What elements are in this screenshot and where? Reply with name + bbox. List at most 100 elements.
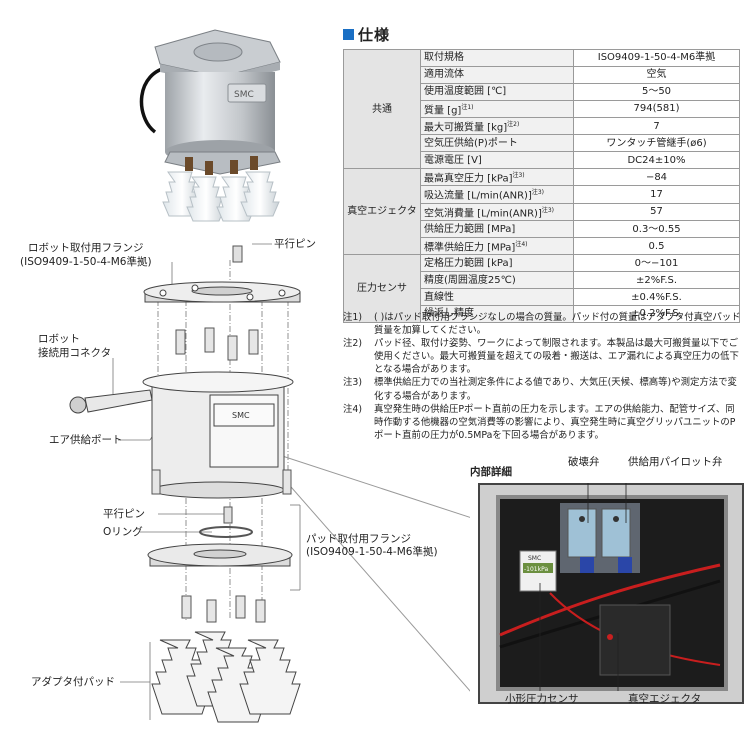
- product-brand-logo: SMC: [234, 90, 254, 100]
- spec-group: 真空エジェクタ: [343, 168, 421, 256]
- spec-item: 取付規格: [420, 49, 574, 67]
- spec-item-text: 取付規格: [424, 52, 464, 64]
- note-item: 注3) 標準供給圧力での当社測定条件による値であり、大気圧(天候、標高等)や測定方…: [343, 376, 743, 402]
- spec-item: 空気圧供給(P)ポート: [420, 134, 574, 153]
- spec-value: ワンタッチ管継手(ø6): [573, 134, 740, 153]
- spec-item-text: 空気消費量 [L/min(ANR)]: [424, 208, 542, 220]
- label-pilot-valve: 供給用パイロット弁: [628, 456, 723, 468]
- spec-value: 0.5: [573, 236, 740, 256]
- spec-item: 使用温度範囲 [℃]: [420, 82, 574, 101]
- note-tag: 注3): [343, 377, 362, 389]
- note-tag: 注1): [343, 312, 362, 323]
- label-pad-flange-std: (ISO9409-1-50-4-M6準拠): [306, 546, 438, 558]
- spec-note-ref: 注2): [507, 121, 520, 128]
- spec-item-text: 適用流体: [424, 69, 464, 81]
- spec-item-text: 吸込流量 [L/min(ANR)]: [424, 190, 532, 202]
- label-robot-connector-line2: 接続用コネクタ: [38, 347, 112, 359]
- label-robot-flange-std: (ISO9409-1-50-4-M6準拠): [20, 256, 152, 268]
- spec-value: 0.3～0.55: [573, 220, 740, 238]
- spec-item: 定格圧力範囲 [kPa]: [420, 254, 574, 273]
- product-photo: SMC: [139, 29, 281, 222]
- note-text: 真空発生時の供給圧Pポート直前の圧力を示します。エアの供給能力、配管サイズ、同時…: [374, 403, 736, 441]
- spec-value: 空気: [573, 65, 740, 84]
- spec-value: 794(581): [573, 99, 740, 119]
- spec-group: 圧力センサ: [343, 254, 421, 323]
- detail-photo: SMC -101kPa: [478, 483, 744, 704]
- spec-item-text: 供給圧力範囲 [MPa]: [424, 223, 516, 235]
- spec-value: ±2%F.S.: [573, 271, 740, 290]
- notes: 注1) ( )はパッド取付用フランジなしの場合の質量。パッド付の質量はアダプタ付真…: [343, 311, 743, 442]
- spec-item-text: 最高真空圧力 [kPa]: [424, 173, 513, 185]
- spec-row: 圧力センサ定格圧力範囲 [kPa] 0～−101: [343, 254, 740, 323]
- label-release-valve: 破壊弁: [568, 456, 600, 468]
- label-o-ring: Oリング: [103, 526, 143, 538]
- spec-item-text: 電源電圧 [V]: [424, 154, 482, 166]
- note-item: 注1) ( )はパッド取付用フランジなしの場合の質量。パッド付の質量はアダプタ付真…: [343, 311, 743, 337]
- spec-item-text: 質量 [g]: [424, 105, 462, 116]
- note-item: 注2) パッド径、取付け姿勢、ワークによって制限されます。本製品は最大可搬質量以下…: [343, 337, 743, 376]
- spec-item-text: 直線性: [424, 291, 454, 303]
- spec-note-ref: 注3): [512, 172, 525, 180]
- label-pressure-sensor: 小形圧力センサ: [505, 693, 579, 705]
- spec-note-ref: 注4): [515, 240, 528, 248]
- spec-item: 空気消費量 [L/min(ANR)]注3): [420, 202, 574, 222]
- robot-flange-shape: [143, 281, 301, 303]
- spec-item: 電源電圧 [V]: [420, 151, 574, 170]
- spec-item-text: 標準供給圧力 [MPa]: [424, 242, 516, 254]
- detail-title: 内部詳細: [470, 466, 512, 478]
- spec-note-ref: 注3): [531, 189, 545, 197]
- note-tag: 注2): [343, 338, 362, 350]
- label-adapter-pad: アダプタ付パッド: [31, 676, 115, 688]
- note-text: パッド径、取付け姿勢、ワークによって制限されます。本製品は最大可搬質量以下でご使…: [374, 338, 739, 376]
- spec-row: 繰返し精度±0.2%F.S.: [344, 304, 740, 323]
- spec-row: 使用温度範囲 [℃] 5～50: [344, 82, 740, 101]
- spec-item: 質量 [g]注1): [420, 99, 574, 119]
- spec-item: 最高真空圧力 [kPa]注3): [420, 168, 574, 187]
- spec-item-text: 最大可搬質量 [kg]: [424, 122, 508, 134]
- note-text: ( )はパッド取付用フランジなしの場合の質量。パッド付の質量はアダプタ付真空パッ…: [374, 312, 741, 337]
- spec-item-text: 定格圧力範囲 [kPa]: [424, 257, 513, 269]
- spec-row: 共通取付規格 ISO9409-1-50-4-M6準拠: [343, 48, 740, 170]
- spec-note-ref: 注3): [541, 206, 555, 214]
- spec-value: 17: [573, 185, 740, 204]
- spec-value: 7: [573, 116, 740, 136]
- title-square-icon: [343, 29, 354, 40]
- spec-row: 最大可搬質量 [kg]注2)7: [344, 116, 740, 136]
- body-brand-logo: SMC: [232, 411, 250, 420]
- spec-value: 57: [573, 202, 740, 222]
- spec-item: 繰返し精度: [420, 304, 574, 323]
- spec-value: ISO9409-1-50-4-M6準拠: [573, 49, 740, 67]
- detail-leader-lines: [539, 483, 627, 691]
- spec-item: 標準供給圧力 [MPa]注4): [420, 236, 574, 256]
- label-air-port: エア供給ポート: [49, 434, 123, 446]
- detail-brand-logo: SMC: [528, 555, 541, 562]
- spec-item: 最大可搬質量 [kg]注2): [420, 116, 574, 136]
- spec-value: 5～50: [573, 82, 740, 101]
- spec-item-text: 使用温度範囲 [℃]: [424, 86, 507, 98]
- spec-value: ±0.4%F.S.: [573, 288, 740, 306]
- spec-item: 供給圧力範囲 [MPa]: [420, 220, 574, 238]
- spec-title-text: 仕様: [358, 26, 391, 44]
- note-text: 標準供給圧力での当社測定条件による値であり、大気圧(天候、標高等)や測定方法で変…: [374, 377, 737, 402]
- exploded-diagram: SMC: [69, 243, 470, 723]
- note-item: 注4) 真空発生時の供給圧Pポート直前の圧力を示します。エアの供給能力、配管サイズ…: [343, 403, 743, 442]
- spec-value: DC24±10%: [573, 151, 740, 170]
- spec-note-ref: 注1): [461, 103, 474, 111]
- label-robot-flange: ロボット取付用フランジ: [28, 242, 144, 254]
- spec-item: 吸込流量 [L/min(ANR)]注3): [420, 185, 574, 204]
- spec-row: 空気消費量 [L/min(ANR)]注3)57: [344, 202, 740, 222]
- note-tag: 注4): [343, 403, 362, 415]
- label-parallel-pin-bottom: 平行ピン: [103, 508, 145, 520]
- spec-item-text: 空気圧供給(P)ポート: [424, 137, 518, 149]
- label-robot-connector-line1: ロボット: [38, 333, 80, 345]
- label-vacuum-ejector: 真空エジェクタ: [628, 693, 702, 705]
- spec-item-text: 精度(周囲温度25℃): [424, 274, 516, 286]
- sensor-display-text: -101kPa: [524, 566, 548, 573]
- spec-row: 空気圧供給(P)ポート ワンタッチ管継手(ø6): [344, 134, 740, 153]
- spec-value: −84: [573, 168, 740, 187]
- label-pad-flange: パッド取付用フランジ: [306, 533, 411, 545]
- spec-item: 適用流体: [420, 65, 574, 84]
- spec-value: 0～−101: [573, 254, 740, 273]
- label-parallel-pin-top: 平行ピン: [274, 238, 316, 250]
- spec-group: 共通: [343, 48, 421, 170]
